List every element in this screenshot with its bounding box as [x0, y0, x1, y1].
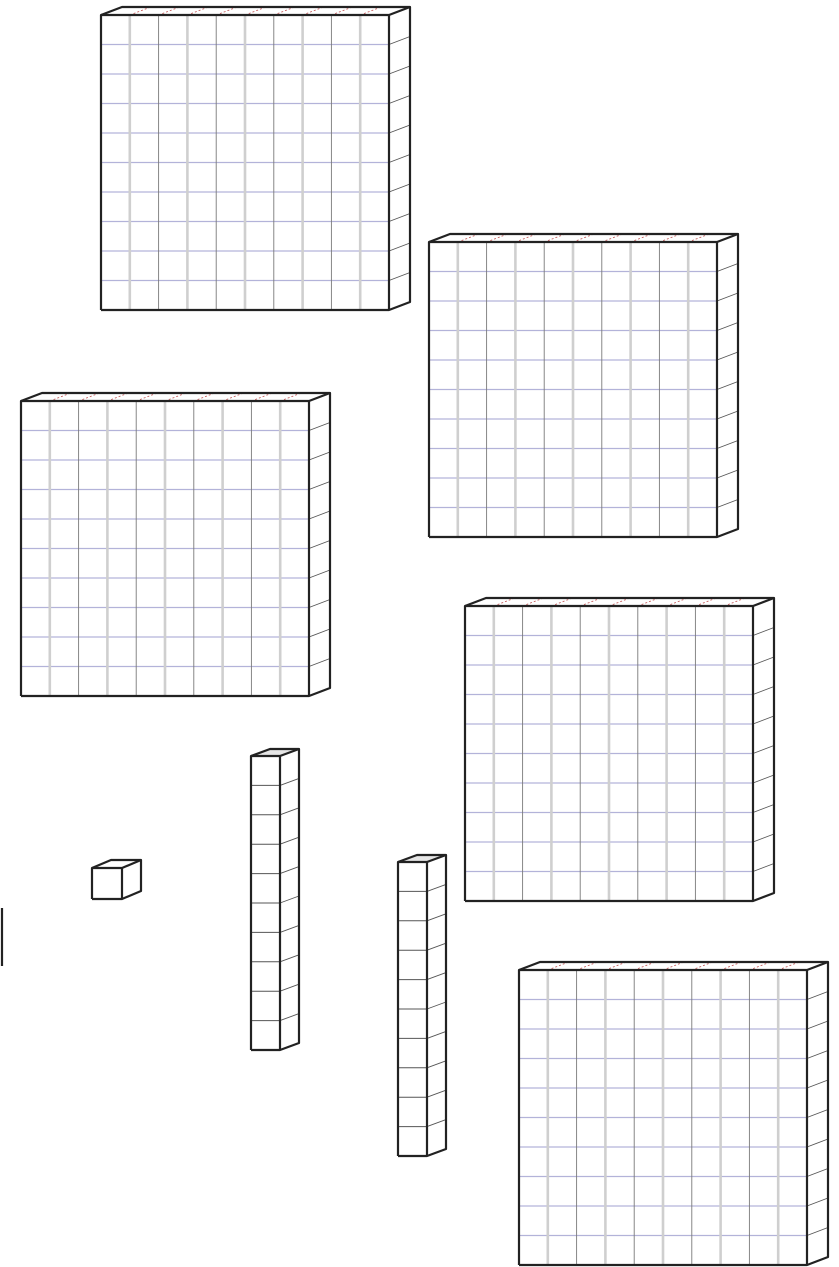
hundred-flat-4 [465, 598, 774, 901]
hundred-flat-1 [101, 7, 410, 310]
unit-cube-1 [92, 860, 141, 899]
ten-rods-group [251, 749, 446, 1156]
flat-top-face [465, 598, 774, 606]
flat-top-face [429, 234, 738, 242]
ten-rod-1 [251, 749, 299, 1050]
cube-front-face [92, 868, 122, 899]
hundred-flat-3 [21, 393, 330, 696]
hundred-flat-5 [519, 962, 828, 1265]
hundred-flat-2 [429, 234, 738, 537]
flat-top-face [21, 393, 330, 401]
unit-cubes-group [92, 860, 141, 899]
ten-rod-2 [398, 855, 446, 1156]
flat-top-face [519, 962, 828, 970]
flat-top-face [101, 7, 410, 15]
